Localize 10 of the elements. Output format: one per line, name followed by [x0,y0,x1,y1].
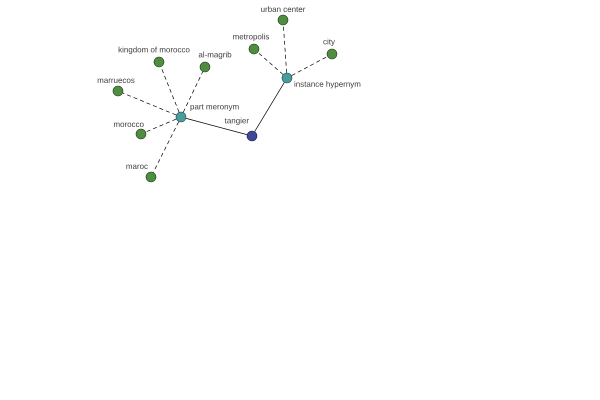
connector-line [146,118,176,132]
connector-line [291,56,328,76]
connector-line [122,92,176,116]
connector-line [283,24,287,74]
connector-line [254,82,285,132]
connector-line [258,52,284,75]
connector-line [182,71,204,113]
connector-line [160,66,180,112]
connector-line [186,118,248,135]
connector-line [153,121,179,173]
